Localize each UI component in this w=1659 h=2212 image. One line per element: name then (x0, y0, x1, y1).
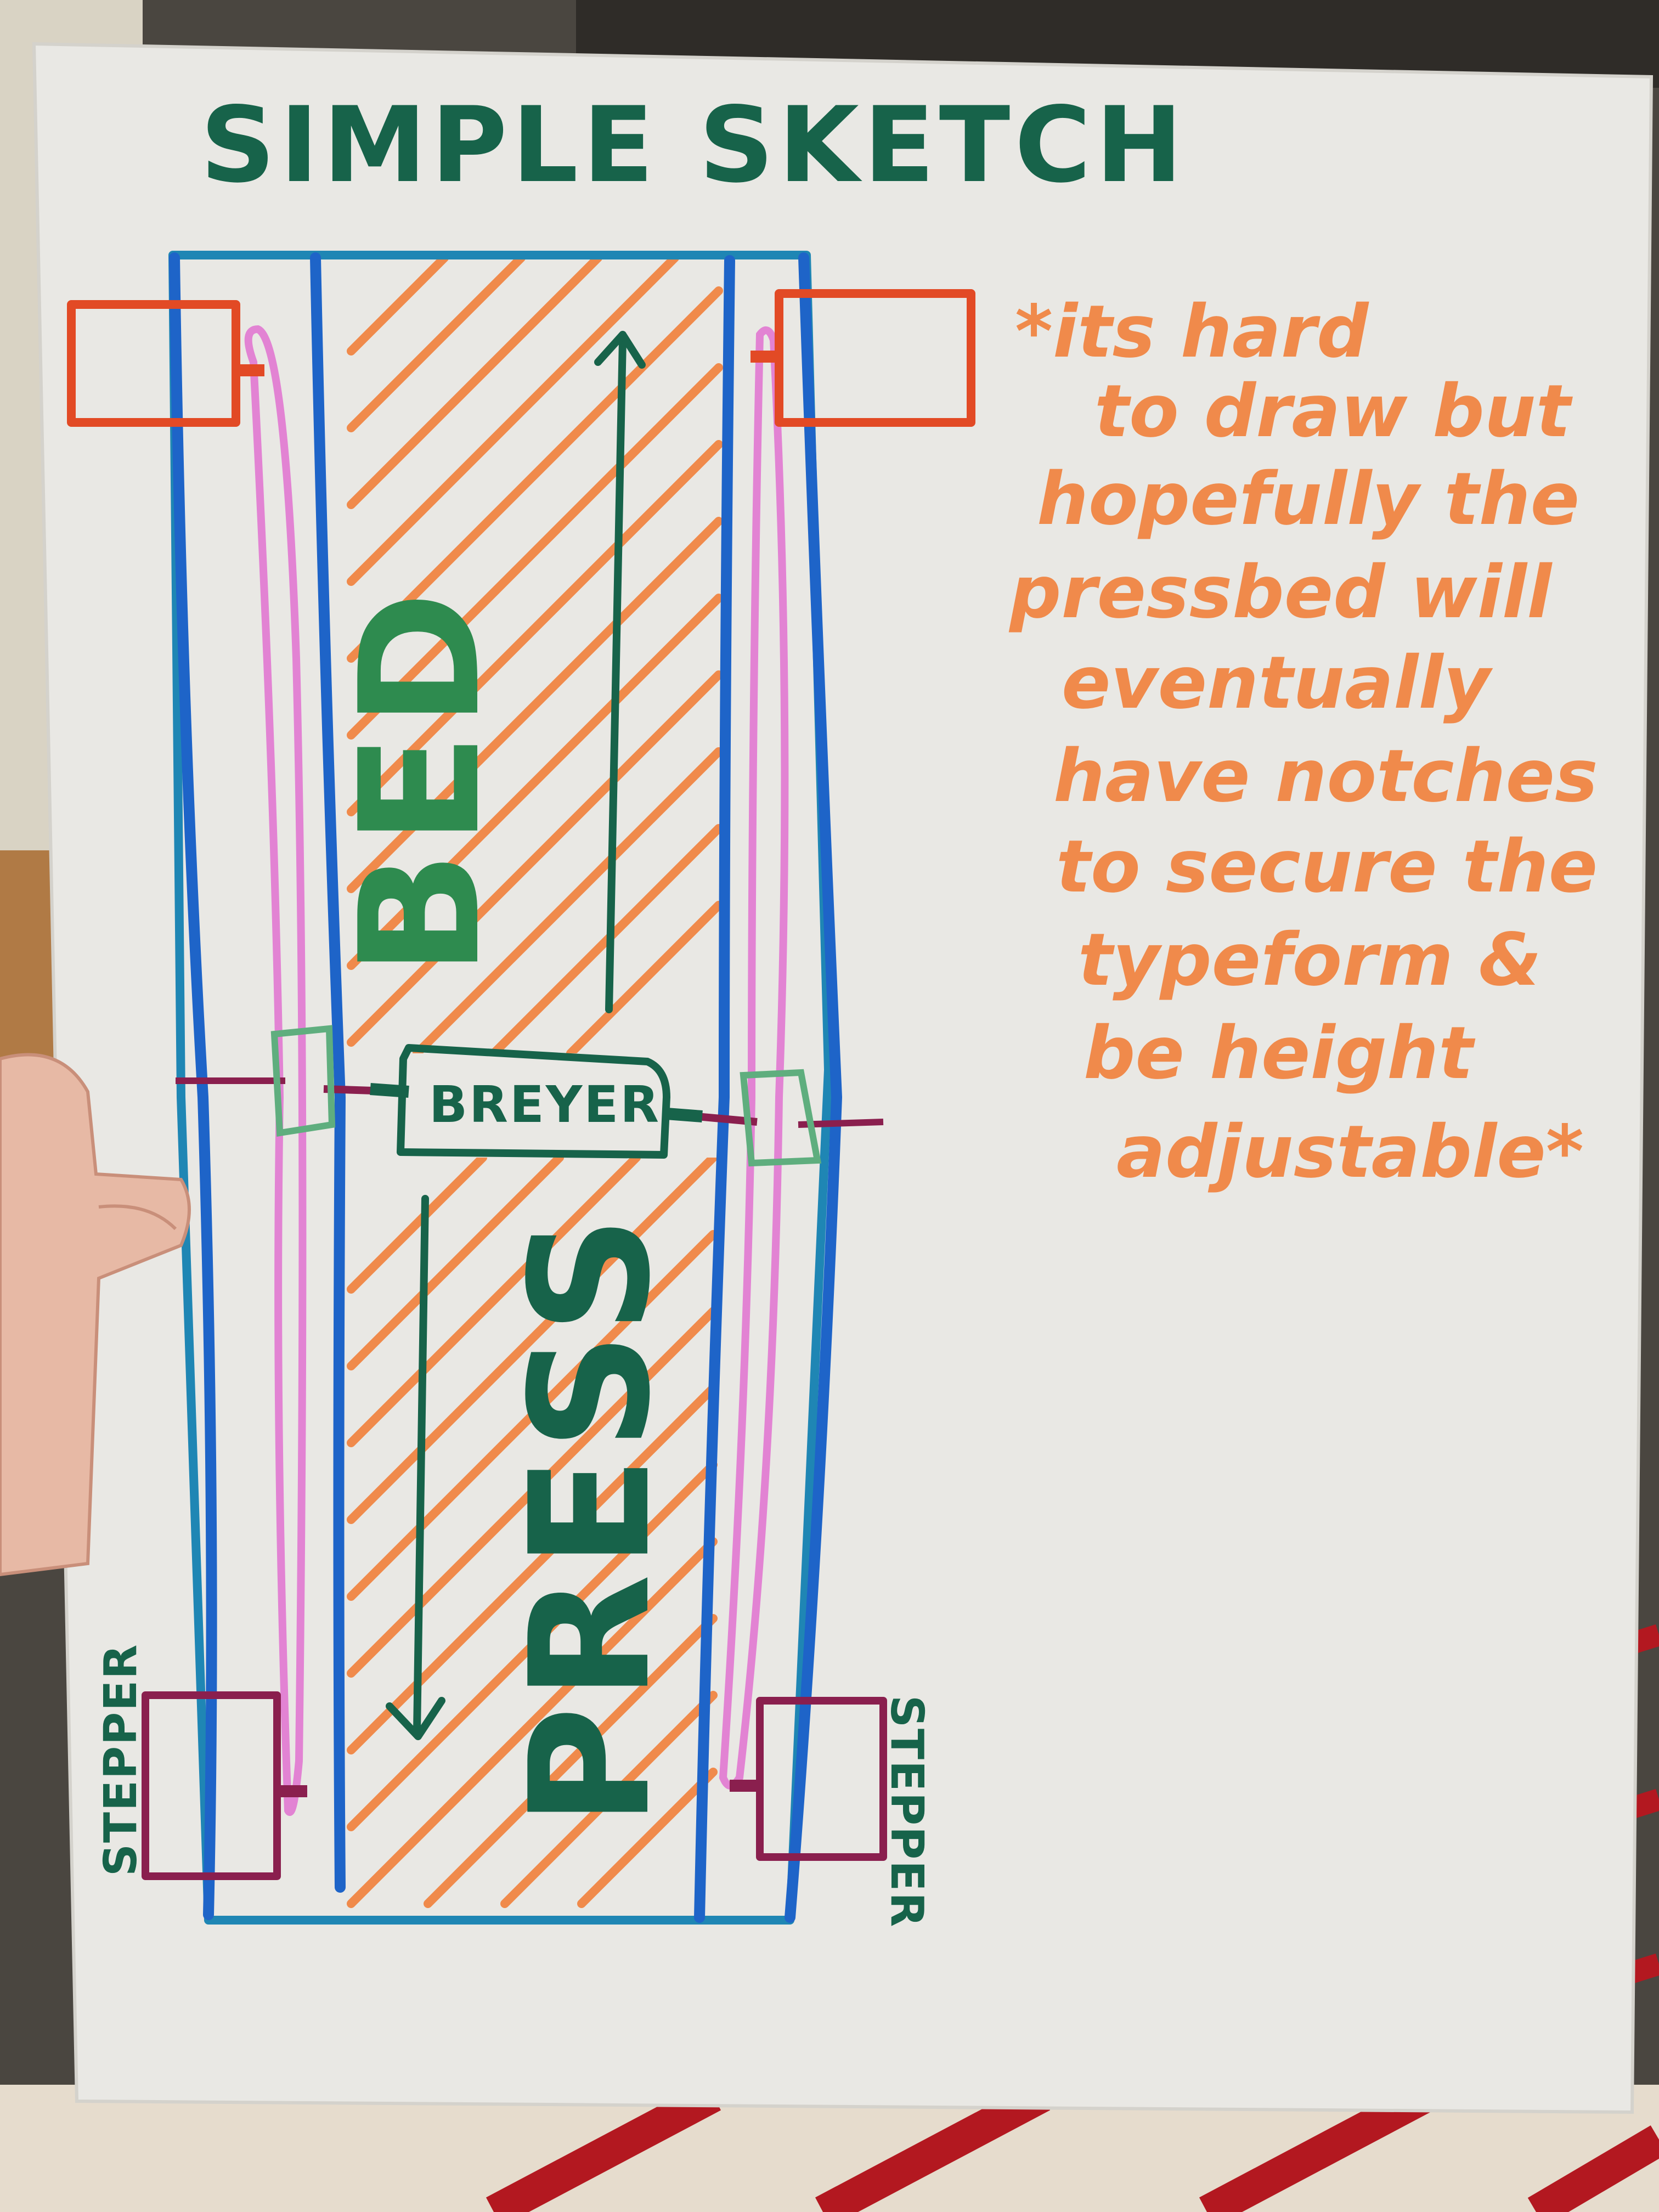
sketch-title: SIMPLE SKETCH (200, 84, 1187, 206)
note-line: *its hard (1015, 290, 1369, 374)
breyer-left-cap (370, 1089, 409, 1092)
note-line: eventually (1062, 641, 1493, 725)
note-line: typeform & (1078, 918, 1542, 1002)
note-line: pressbed will (1008, 550, 1553, 635)
stepper-label-right: STEPPER (881, 1695, 933, 1928)
breyer-label: BREYER (429, 1075, 661, 1134)
press-label: PRESS (495, 1210, 686, 1827)
note-line: hopefully the (1037, 457, 1579, 541)
note-line: to draw but (1094, 369, 1573, 454)
note-line: adjustable* (1116, 1110, 1584, 1194)
note-line: have notches (1053, 734, 1598, 819)
breyer-right-cap (667, 1114, 702, 1116)
note-line: to secure the (1056, 825, 1598, 909)
bed-label: BED (325, 585, 516, 977)
note-line: be height (1084, 1011, 1476, 1096)
stepper-label-left: STEPPER (95, 1644, 147, 1876)
